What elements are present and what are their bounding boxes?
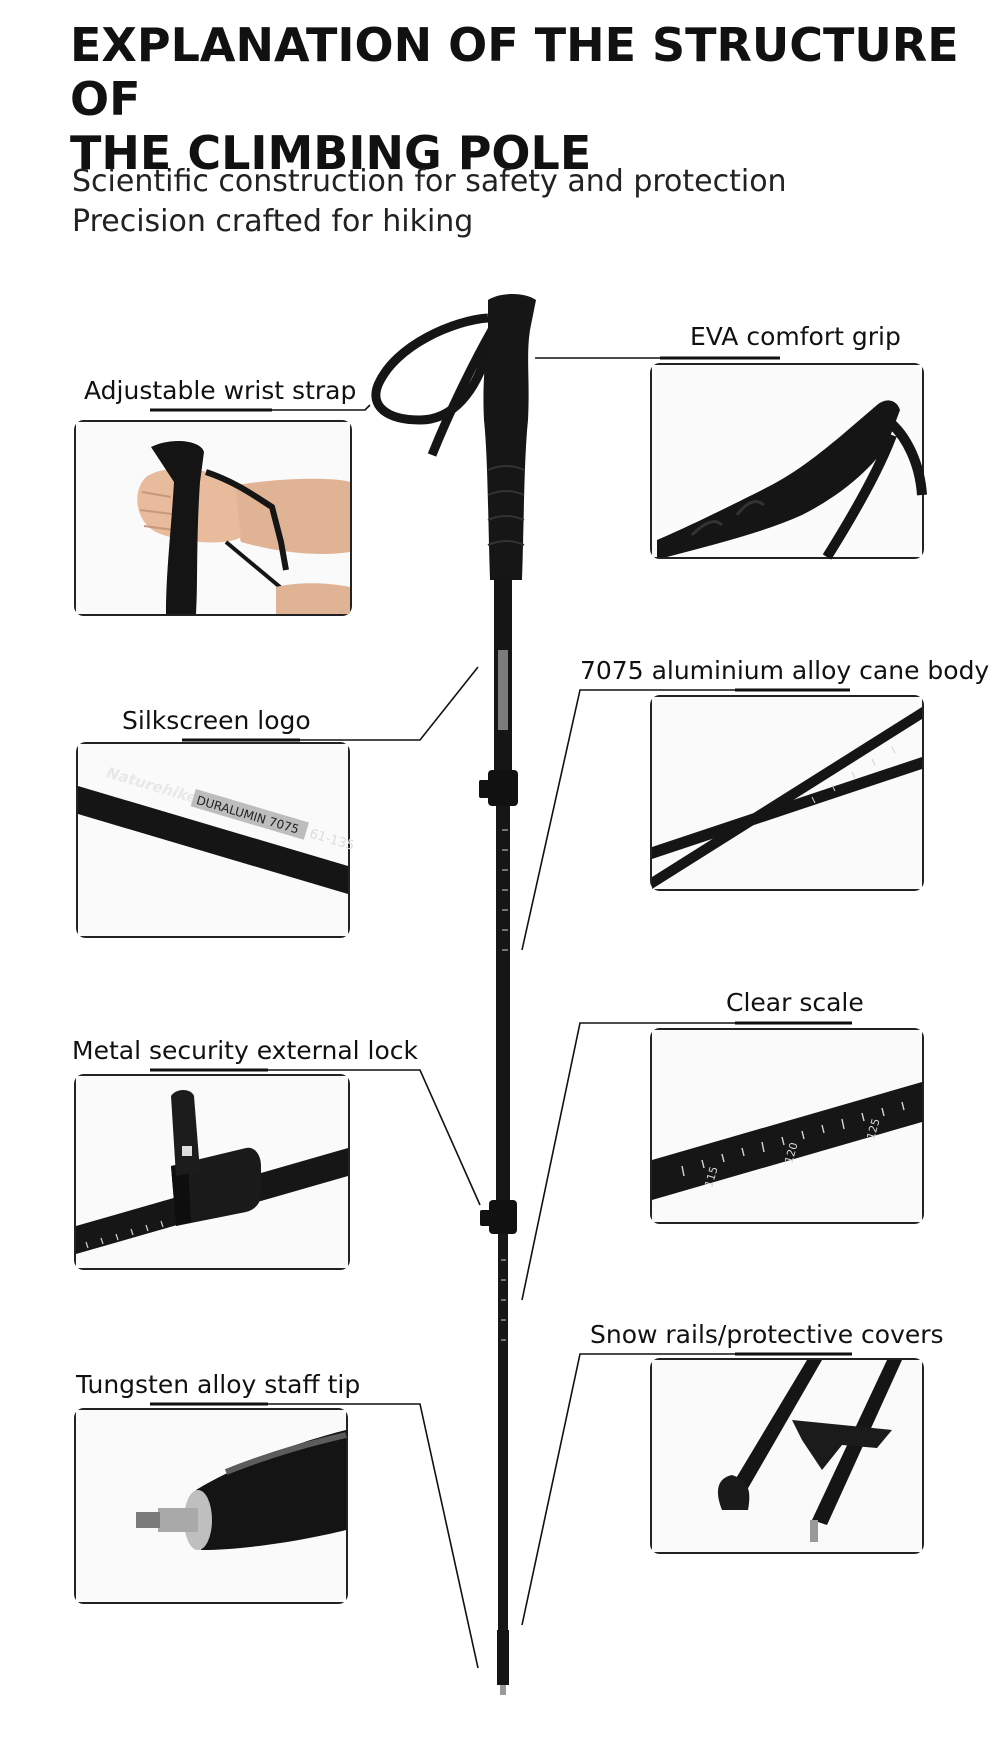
photo-silkscreen-logo: Naturehike DURALUMIN 7075 61-135 (76, 742, 356, 938)
label-eva-grip: EVA comfort grip (690, 322, 901, 351)
page-title: EXPLANATION OF THE STRUCTURE OF THE CLIM… (70, 18, 970, 180)
scale-mark-1: 115 (702, 1165, 720, 1189)
subtitle-line-2: Precision crafted for hiking (72, 204, 474, 239)
lower-scale (501, 1259, 506, 1341)
pole-grip (483, 294, 536, 580)
lower-shaft (498, 1234, 508, 1634)
middle-scale (502, 829, 508, 951)
label-external-lock: Metal security external lock (72, 1036, 419, 1065)
wrist-strap (371, 313, 496, 457)
label-staff-tip: Tungsten alloy staff tip (76, 1370, 361, 1399)
photo-staff-tip (74, 1408, 348, 1604)
label-alloy-body: 7075 aluminium alloy cane body (580, 656, 990, 685)
scale-mark-3: 125 (864, 1117, 882, 1141)
label-snow-rails: Snow rails/protective covers (590, 1320, 944, 1349)
photo-snow-rails (650, 1358, 924, 1554)
scale-mark-2: 120 (782, 1141, 800, 1165)
page-subtitle: Scientific construction for safety and p… (72, 162, 787, 242)
lower-lock (480, 1200, 517, 1234)
title-line-2: THE CLIMBING POLE (70, 126, 592, 180)
title-line-1: EXPLANATION OF THE STRUCTURE OF (70, 18, 959, 126)
photo-clear-scale: 115 120 125 (650, 1028, 924, 1224)
label-clear-scale: Clear scale (726, 988, 864, 1017)
subtitle-line-1: Scientific construction for safety and p… (72, 164, 787, 199)
middle-shaft (496, 806, 510, 1206)
photo-external-lock (74, 1074, 350, 1270)
label-wrist-strap: Adjustable wrist strap (84, 376, 357, 405)
label-silkscreen-logo: Silkscreen logo (122, 706, 311, 735)
leader-lines (150, 357, 852, 1669)
photo-wrist-strap (74, 420, 352, 616)
pole-tip (497, 1630, 509, 1695)
photo-alloy-body (650, 695, 924, 891)
photo-eva-grip (650, 363, 927, 560)
upper-lock (479, 770, 518, 806)
